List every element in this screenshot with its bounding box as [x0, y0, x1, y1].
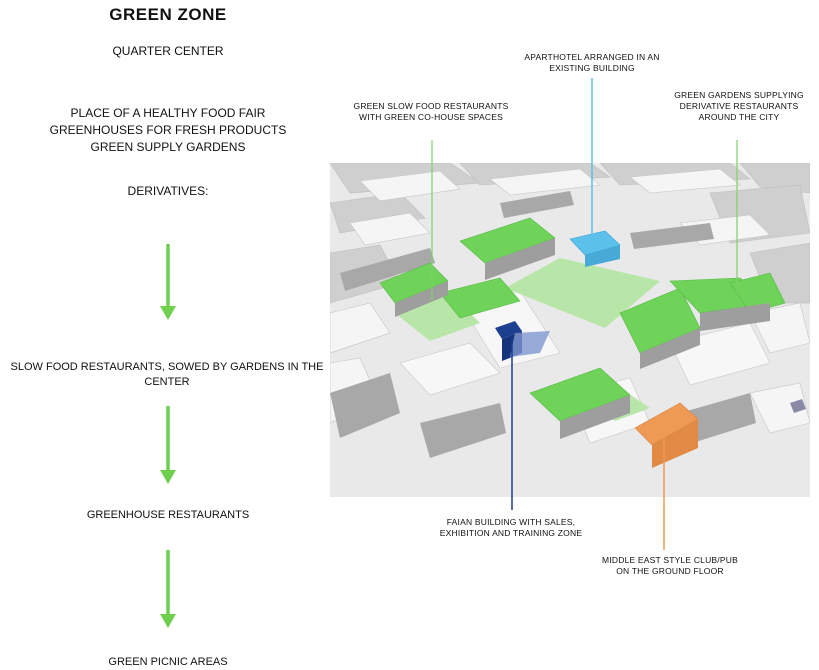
down-arrow-icon: [160, 406, 176, 484]
callout-gardens: GREEN GARDENS SUPPLYING DERIVATIVE RESTA…: [674, 90, 804, 122]
callout-slow-food: GREEN SLOW FOOD RESTAURANTS WITH GREEN C…: [353, 101, 509, 122]
down-arrow-icon: [160, 550, 176, 628]
step-slow-food: SLOW FOOD RESTAURANTS, SOWED BY GARDENS …: [10, 361, 324, 388]
step-greenhouse: GREENHOUSE RESTAURANTS: [86, 509, 250, 521]
step-picnic: GREEN PICNIC AREAS: [108, 656, 228, 668]
description-line: GREEN SUPPLY GARDENS: [90, 140, 246, 154]
description-line: PLACE OF A HEALTHY FOOD FAIR: [70, 106, 266, 120]
description-line: GREENHOUSES FOR FRESH PRODUCTS: [49, 123, 287, 137]
down-arrow-icon: [160, 244, 176, 320]
page-subtitle: QUARTER CENTER: [112, 44, 224, 58]
callout-faian: FAIAN BUILDING WITH SALES, EXHIBITION AN…: [439, 517, 583, 538]
callout-club: MIDDLE EAST STYLE CLUB/PUB ON THE GROUND…: [602, 555, 738, 576]
derivatives-label: DERIVATIVES:: [127, 184, 209, 198]
city-3d-map: [330, 163, 810, 497]
page-title: GREEN ZONE: [109, 5, 227, 24]
callout-aparthotel: APARTHOTEL ARRANGED IN AN EXISTING BUILD…: [524, 52, 660, 73]
